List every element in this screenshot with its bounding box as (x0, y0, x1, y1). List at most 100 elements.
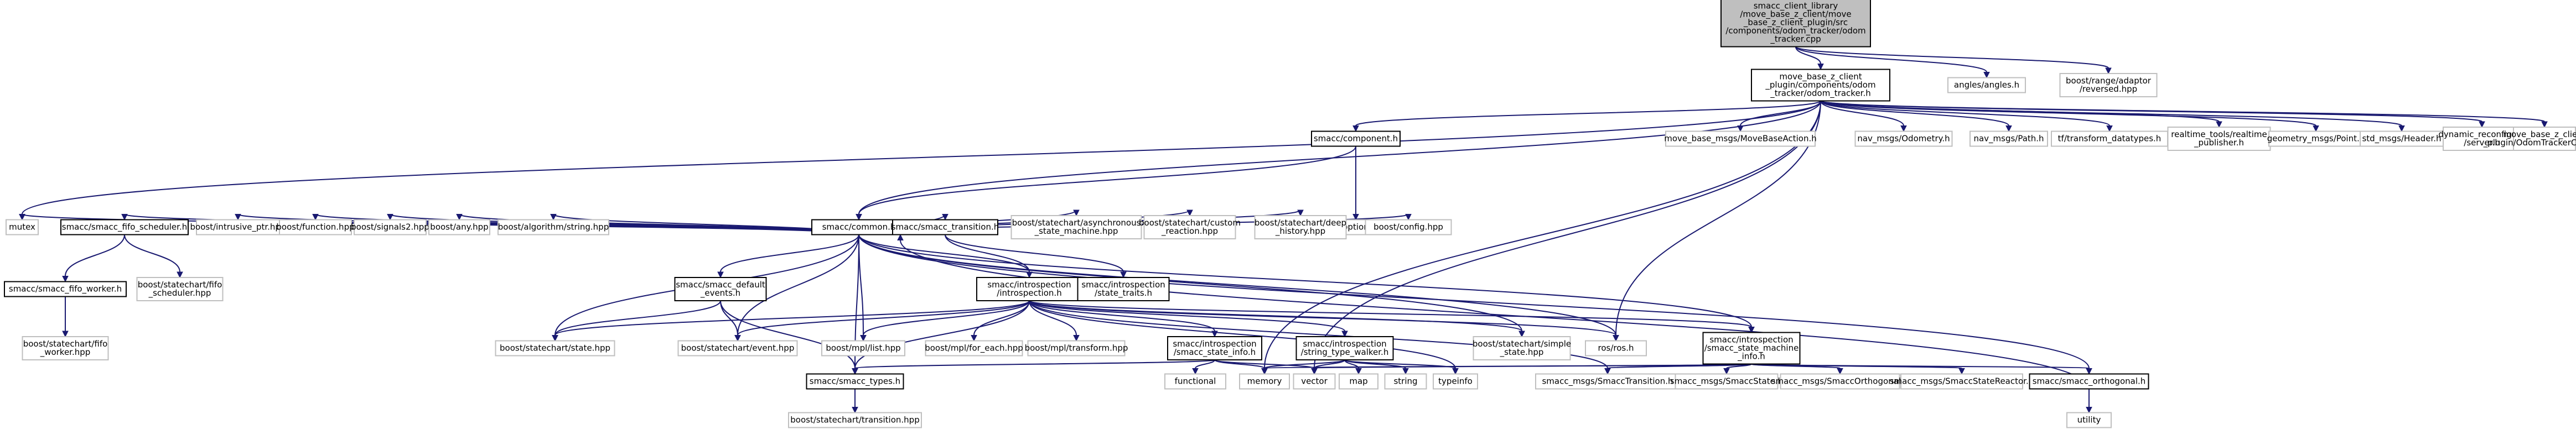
node-label-line: smacc/component.h (1314, 134, 1398, 144)
edge-orthogonal_h-to-utility (2086, 389, 2092, 413)
node-types_h[interactable]: smacc/smacc_types.h (806, 373, 904, 390)
node-component_h[interactable]: smacc/component.h (1311, 130, 1401, 147)
node-boost_signals2[interactable]: boost/signals2.hpp (351, 219, 429, 235)
node-sc_transition[interactable]: boost/statechart/transition.hpp (788, 412, 922, 428)
node-smacc_state_info_h[interactable]: smacc/introspection/smacc_state_info.h (1167, 336, 1262, 360)
arrowhead (552, 335, 558, 342)
node-path[interactable]: nav_msgs/Path.h (1969, 130, 2048, 147)
node-msg_state_reactor[interactable]: smacc_msgs/SmaccStateReactor.h (1890, 373, 2034, 390)
arrowhead (177, 271, 183, 279)
edge-introspection_h-to-mpl_list (860, 300, 1030, 342)
node-mpl_list[interactable]: boost/mpl/list.hpp (821, 340, 905, 357)
node-box (1900, 373, 2023, 390)
node-deep_history[interactable]: boost/statechart/deep_history.hpp (1254, 215, 1347, 239)
edge-line (1195, 359, 1215, 369)
arrowhead (550, 214, 557, 221)
node-point[interactable]: geometry_msgs/Point.h (2267, 130, 2365, 147)
arrowhead (1817, 64, 1824, 70)
node-box (2513, 127, 2576, 151)
node-label-line: map (1349, 376, 1367, 386)
arrowhead (1983, 72, 1990, 78)
node-boost_config[interactable]: boost/config.hpp (1365, 219, 1452, 235)
node-orthogonal_h[interactable]: smacc/smacc_orthogonal.h (2029, 373, 2149, 390)
node-sc_event[interactable]: boost/statechart/event.hpp (677, 340, 798, 357)
node-label-line: _plugin/OdomTrackerConfig.h (2483, 138, 2576, 148)
edge-introspection_h-to-ros_h (1029, 300, 1619, 342)
node-box (1239, 373, 1290, 390)
node-mpl_transform[interactable]: boost/mpl/transform.hpp (1025, 340, 1128, 357)
node-label-line: boost/signals2.hpp (351, 222, 429, 232)
node-realtime_publisher[interactable]: realtime_tools/realtime_publisher.h (2167, 127, 2271, 151)
edge-line (945, 234, 1124, 273)
node-map[interactable]: map (1339, 373, 1378, 390)
node-async_sm[interactable]: boost/statechart/asynchronous_state_mach… (1010, 215, 1142, 239)
node-odometry[interactable]: nav_msgs/Odometry.h (1854, 130, 1953, 147)
node-mpl_for_each[interactable]: boost/mpl/for_each.hpp (925, 340, 1023, 357)
node-angles[interactable]: angles/angles.h (1947, 77, 2026, 93)
node-label-line: _publisher.h (2194, 138, 2244, 148)
node-mutex[interactable]: mutex (6, 219, 39, 235)
node-move_base_action[interactable]: move_base_msgs/MoveBaseAction.h (1664, 130, 1817, 147)
edge-line (1314, 363, 1752, 369)
node-msg_orthogonal[interactable]: smacc_msgs/SmaccOrthogonal.h (1771, 373, 1909, 390)
node-string[interactable]: string (1384, 373, 1427, 390)
node-fifo_worker_h[interactable]: smacc/smacc_fifo_worker.h (4, 281, 127, 297)
node-sc_fifo_worker[interactable]: boost/statechart/fifo_worker.hpp (22, 336, 109, 360)
node-box (677, 340, 798, 357)
arrowhead (1900, 125, 1907, 132)
arrowhead (387, 214, 393, 221)
node-box (1675, 373, 1779, 390)
edge-line (858, 101, 1821, 214)
node-custom_reaction[interactable]: boost/statechart/custom_reaction.hpp (1139, 215, 1241, 239)
node-label-line: smacc_msgs/SmaccTransition.h (1542, 376, 1673, 387)
node-ros_h[interactable]: ros/ros.h (1585, 340, 1647, 357)
node-fifo_scheduler_h[interactable]: smacc/smacc_fifo_scheduler.h (60, 219, 189, 235)
node-tf_datatypes[interactable]: tf/transform_datatypes.h (2051, 130, 2168, 147)
node-box (976, 277, 1082, 301)
node-box (1365, 219, 1452, 235)
node-introspection_h[interactable]: smacc/introspection/introspection.h (976, 277, 1082, 301)
node-box (892, 219, 998, 235)
node-boost_any[interactable]: boost/any.hpp (428, 219, 490, 235)
node-box (495, 340, 615, 357)
node-utility[interactable]: utility (2066, 412, 2112, 428)
node-boost_range_reversed[interactable]: boost/range/adaptor/reversed.hpp (2059, 73, 2158, 97)
arrowhead (2086, 407, 2092, 413)
node-functional[interactable]: functional (1164, 373, 1226, 390)
node-box (1143, 215, 1236, 239)
node-label-line: nav_msgs/Odometry.h (1857, 134, 1950, 144)
edge-line (124, 234, 180, 273)
node-simple_state[interactable]: boost/statechart/simple_state.hpp (1473, 336, 1571, 360)
node-label-line: /server.h (2464, 138, 2500, 148)
node-typeinfo[interactable]: typeinfo (1433, 373, 1478, 390)
node-label-line: /smacc_state_machine (1704, 343, 1799, 354)
node-box (1384, 373, 1427, 390)
node-label-line: _history.hpp (1275, 226, 1325, 237)
node-state_traits_h[interactable]: smacc/introspection/state_traits.h (1077, 277, 1170, 301)
node-memory[interactable]: memory (1239, 373, 1290, 390)
edge-smacc_state_info_h-to-types_h (852, 359, 1215, 375)
node-sc_state[interactable]: boost/statechart/state.hpp (495, 340, 615, 357)
node-default_events_h[interactable]: smacc/smacc_default_events.h (674, 277, 767, 301)
node-msg_state[interactable]: smacc_msgs/SmaccState.h (1670, 373, 1783, 390)
node-sm_info_h[interactable]: smacc/introspection/smacc_state_machine_… (1702, 332, 1801, 365)
node-vector[interactable]: vector (1293, 373, 1336, 390)
node-sc_fifo_scheduler[interactable]: boost/statechart/fifo_scheduler.hpp (136, 277, 224, 301)
node-box (2029, 373, 2149, 390)
arrowhead (2005, 125, 2012, 132)
node-header[interactable]: std_msgs/Header.h (2360, 130, 2444, 147)
node-intrusive_ptr[interactable]: boost/intrusive_ptr.hpp (190, 219, 286, 235)
node-msg_transition[interactable]: smacc_msgs/SmaccTransition.h (1535, 373, 1680, 390)
node-boost_function[interactable]: boost/function.hpp (276, 219, 355, 235)
node-odom_tracker_h[interactable]: move_base_z_client_plugin/components/odo… (1751, 69, 1890, 102)
edge-line (1264, 359, 1345, 369)
node-label-line: /move_base_z_client/move (1740, 9, 1851, 20)
node-odom_config[interactable]: move_base_z_client_plugin/OdomTrackerCon… (2483, 127, 2576, 151)
arrowhead (734, 335, 741, 342)
node-label-line: boost/mpl/for_each.hpp (925, 343, 1023, 354)
node-boost_alg_string[interactable]: boost/algorithm/string.hpp (497, 219, 609, 235)
node-transition_h[interactable]: smacc/smacc_transition.h (892, 219, 999, 235)
node-common_h[interactable]: smacc/common.h (811, 219, 906, 235)
node-string_type_walker_h[interactable]: smacc/introspection/string_type_walker.h (1295, 336, 1394, 360)
